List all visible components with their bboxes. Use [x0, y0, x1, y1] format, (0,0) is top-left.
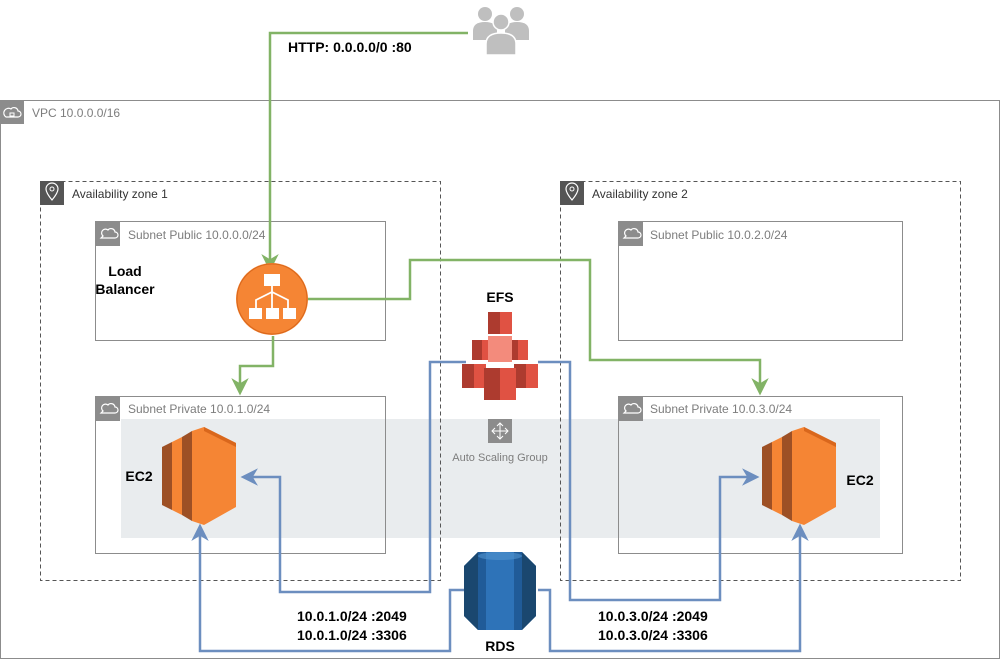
left-rds-edge-label: 10.0.1.0/24 :3306: [297, 627, 407, 643]
subnet-private-1-label: Subnet Private 10.0.1.0/24: [128, 402, 270, 416]
http-edges: [231, 31, 769, 396]
efs-label: EFS: [486, 289, 513, 305]
http-edge-label: HTTP: 0.0.0.0/0 :80: [288, 39, 412, 55]
ec2-right-label: EC2: [846, 472, 873, 488]
right-efs-edge-label: 10.0.3.0/24 :2049: [598, 608, 708, 624]
availability-zone-1-label: Availability zone 1: [72, 187, 168, 201]
efs-icon: [462, 312, 538, 400]
subnet-public-1-label: Subnet Public 10.0.0.0/24: [128, 228, 266, 242]
subnet-private-2-label: Subnet Private 10.0.3.0/24: [650, 402, 792, 416]
edge-lb-to-private-1: [231, 336, 275, 396]
ec2-left-label: EC2: [125, 468, 152, 484]
right-rds-edge-label: 10.0.3.0/24 :3306: [598, 627, 708, 643]
load-balancer-icon: [236, 263, 308, 335]
edge-lb-to-private-2: [306, 258, 769, 396]
subnet-public-2-label: Subnet Public 10.0.2.0/24: [650, 228, 788, 242]
vpc-group: VPC 10.0.0.0/16: [0, 100, 1000, 659]
subnet-public-1: Subnet Public 10.0.0.0/24: [95, 221, 386, 341]
availability-zone-2-label: Availability zone 2: [592, 187, 688, 201]
auto-scaling-group-label: Auto Scaling Group: [452, 452, 547, 464]
vpc-label: VPC 10.0.0.0/16: [32, 106, 120, 120]
auto-scaling-icon: [488, 419, 512, 443]
edge-rds-to-ec2-right: [538, 523, 809, 653]
subnet-public-2: Subnet Public 10.0.2.0/24: [618, 221, 903, 341]
subnet-private-2: Subnet Private 10.0.3.0/24: [618, 396, 903, 554]
subnet-cloud-icon: [96, 397, 120, 421]
vpc-icon: [0, 100, 24, 124]
rds-icon: [464, 552, 536, 630]
edge-efs-to-ec2-left: [240, 360, 466, 594]
ec2-icon: [762, 427, 836, 525]
availability-zone-2: Availability zone 2: [560, 181, 961, 581]
subnet-cloud-icon: [619, 397, 643, 421]
rds-label: RDS: [485, 638, 515, 654]
subnet-private-1: Subnet Private 10.0.1.0/24: [95, 396, 386, 554]
users-icon: [473, 7, 529, 56]
load-balancer-label-line1: Load: [108, 263, 141, 279]
location-pin-icon: [560, 181, 584, 205]
left-efs-edge-label: 10.0.1.0/24 :2049: [297, 608, 407, 624]
availability-zone-1: Availability zone 1: [40, 181, 441, 581]
location-pin-icon: [40, 181, 64, 205]
edge-rds-to-ec2-left: [191, 523, 464, 653]
load-balancer-label-line2: Balancer: [95, 281, 155, 297]
ec2-icon: [162, 427, 236, 525]
edge-efs-to-ec2-right: [538, 360, 760, 602]
storage-edges: [191, 360, 809, 653]
subnet-cloud-icon: [96, 222, 120, 246]
subnet-cloud-icon: [619, 222, 643, 246]
edge-users-to-lb: [261, 31, 468, 272]
